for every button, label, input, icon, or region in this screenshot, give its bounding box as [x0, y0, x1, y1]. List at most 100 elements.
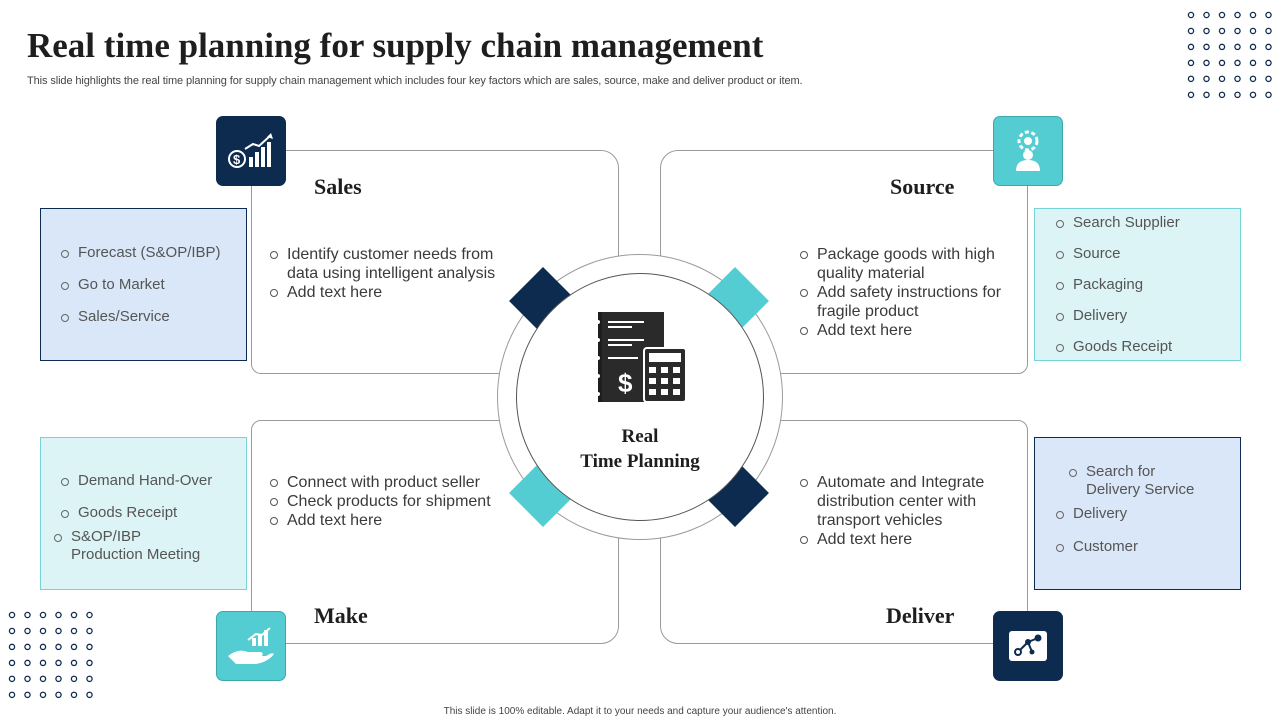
list-item: Demand Hand-Over [60, 472, 212, 490]
decor-dot [1265, 91, 1272, 99]
decor-dot [1249, 11, 1257, 19]
decor-dot [1187, 91, 1195, 99]
svg-text:$: $ [233, 152, 241, 167]
decor-dot [1234, 75, 1241, 83]
list-item: Add safety instructions for fragile prod… [799, 283, 1014, 321]
decor-dot [1218, 59, 1226, 67]
decor-dot [24, 627, 31, 635]
decor-dot [39, 611, 47, 619]
decor-dot [55, 691, 62, 699]
decor-dot [1249, 59, 1257, 67]
decor-dot [1187, 75, 1195, 83]
page-subtitle: This slide highlights the real time plan… [27, 75, 803, 87]
decor-dot [86, 643, 93, 651]
list-item: Forecast (S&OP/IBP) [60, 244, 221, 262]
list-item: Automate and Integrate distribution cent… [799, 473, 1014, 530]
decor-dot [1187, 27, 1195, 35]
decor-dot [70, 611, 78, 619]
document-calculator-icon: $ [592, 310, 688, 411]
decor-dot [8, 659, 16, 667]
sales-title: Sales [314, 174, 362, 199]
decor-dot [1265, 11, 1272, 19]
footer-note: This slide is 100% editable. Adapt it to… [443, 706, 837, 717]
list-item: Identify customer needs from data using … [269, 245, 509, 283]
network-card-icon [1009, 631, 1047, 661]
decor-dot [1249, 43, 1257, 51]
hand-growth-icon [228, 627, 274, 664]
decor-dot [55, 611, 62, 619]
decor-dot [1265, 59, 1272, 67]
decor-dot [1187, 11, 1195, 19]
decor-dot [1218, 75, 1226, 83]
deliver-title: Deliver [886, 603, 955, 628]
decor-dot [24, 659, 31, 667]
list-item: Sales/Service [60, 308, 170, 326]
decor-dot [1265, 43, 1272, 51]
decor-dot [24, 643, 31, 651]
decor-dot [55, 643, 62, 651]
make-bullets: Connect with product seller Check produc… [269, 473, 509, 530]
dot-grid-bottom-left [6, 606, 101, 716]
make-title: Make [314, 603, 368, 628]
list-item: Check products for shipment [269, 492, 509, 511]
decor-dot [1218, 11, 1226, 19]
decor-dot [1203, 91, 1210, 99]
decor-dot [70, 643, 78, 651]
list-item: Goods Receipt [60, 504, 177, 522]
decor-dot [1203, 11, 1210, 19]
page-title: Real time planning for supply chain mana… [27, 26, 764, 65]
list-item: Customer [1055, 538, 1138, 556]
list-item: Go to Market [60, 276, 165, 294]
make-side-box: Demand Hand-Over Goods Receipt S&OP/IBP … [40, 437, 247, 590]
list-item: Delivery [1055, 307, 1127, 325]
sales-side-box: Forecast (S&OP/IBP) Go to Market Sales/S… [40, 208, 247, 361]
list-item: Source [1055, 245, 1121, 263]
money-growth-chart-icon: $ [228, 133, 273, 168]
deliver-bullets: Automate and Integrate distribution cent… [799, 473, 1014, 549]
decor-dot [70, 691, 78, 699]
decor-dot [1234, 27, 1241, 35]
decor-dot [70, 627, 78, 635]
center-label-line1: Real [621, 426, 659, 447]
decor-dot [1234, 43, 1241, 51]
decor-dot [1234, 59, 1241, 67]
center-label: Real Time Planning [560, 424, 720, 474]
source-title: Source [890, 174, 955, 199]
decor-dot [86, 675, 93, 683]
decor-dot [39, 675, 47, 683]
decor-dot [55, 627, 62, 635]
decor-dot [1265, 75, 1272, 83]
decor-dot [1249, 27, 1257, 35]
decor-dot [1203, 43, 1210, 51]
decor-dot [24, 611, 31, 619]
list-item: Connect with product seller [269, 473, 509, 492]
deliver-side-box: Search for Delivery Service Delivery Cus… [1034, 437, 1241, 590]
decor-dot [1234, 91, 1241, 99]
decor-dot [1249, 91, 1257, 99]
decor-dot [86, 627, 93, 635]
decor-dot [1218, 43, 1226, 51]
center-label-line2: Time Planning [580, 451, 700, 472]
decor-dot [1203, 59, 1210, 67]
gear-person-icon [1016, 130, 1040, 171]
decor-dot [86, 659, 93, 667]
source-icon-box [993, 116, 1063, 186]
decor-dot [39, 643, 47, 651]
decor-dot [1203, 27, 1210, 35]
decor-dot [8, 611, 16, 619]
decor-dot [1234, 11, 1241, 19]
sales-icon-box: $ [216, 116, 286, 186]
list-item: Package goods with high quality material [799, 245, 1014, 283]
make-icon-box [216, 611, 286, 681]
source-side-box: Search Supplier Source Packaging Deliver… [1034, 208, 1241, 361]
deliver-icon-box [993, 611, 1063, 681]
list-item: Add text here [799, 530, 1014, 549]
decor-dot [8, 691, 16, 699]
decor-dot [86, 611, 93, 619]
decor-dot [55, 659, 62, 667]
list-item: S&OP/IBP Production Meeting [53, 528, 213, 564]
list-item: Packaging [1055, 276, 1143, 294]
decor-dot [1187, 59, 1195, 67]
sales-bullets: Identify customer needs from data using … [269, 245, 509, 302]
decor-dot [24, 691, 31, 699]
